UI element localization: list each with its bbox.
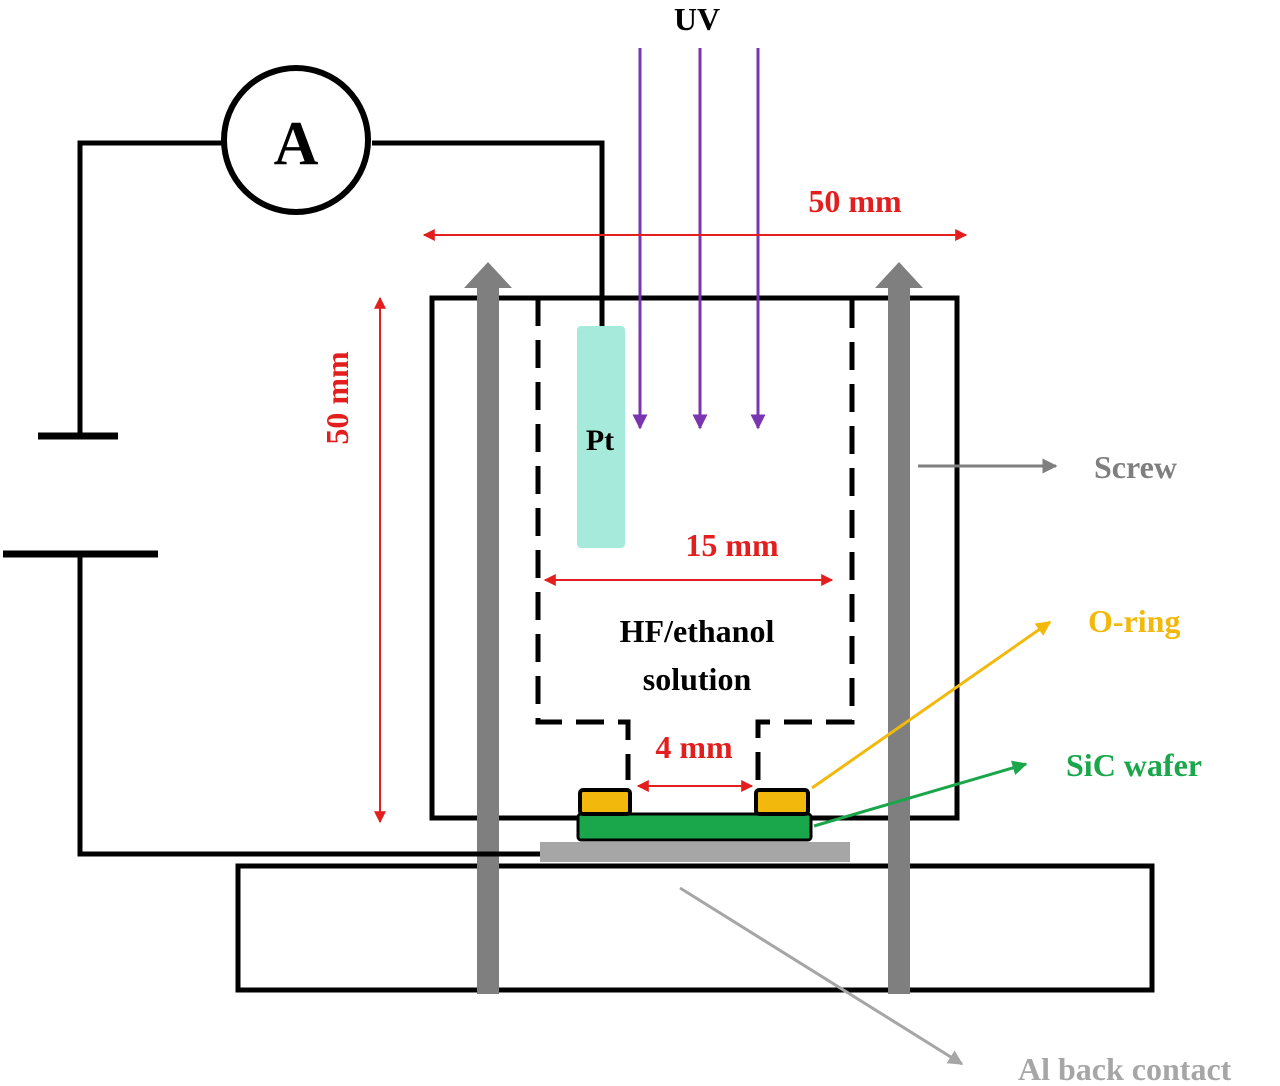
solution-label-line2: solution [643, 661, 752, 697]
o-ring-callout-arrow [811, 620, 1052, 790]
uv-label: UV [674, 1, 720, 37]
outer-height-label: 50 mm [319, 351, 355, 445]
ammeter-circle [221, 65, 371, 215]
inner-chamber [535, 298, 855, 780]
screw-label: Screw [1094, 449, 1177, 485]
solution-label-line1: HF/ethanol [620, 613, 775, 649]
circuit-wire-top-left [77, 140, 222, 436]
circuit-wire-top-right [372, 140, 605, 326]
o-ring-left [578, 788, 632, 816]
pt-electrode [577, 326, 625, 548]
ammeter-label: A [274, 110, 319, 178]
wafer-callout-arrow [813, 760, 1028, 828]
back-contact-callout-arrow [679, 886, 964, 1066]
inner-width-label: 15 mm [685, 527, 779, 563]
pt-label: Pt [586, 424, 614, 457]
opening-label: 4 mm [655, 729, 733, 765]
outer-width-label: 50 mm [808, 183, 902, 219]
o-ring-label: O-ring [1088, 603, 1180, 639]
base-plate [235, 863, 1155, 993]
o-ring-right [754, 788, 810, 816]
screw-left [477, 286, 499, 994]
sic-wafer [576, 812, 813, 842]
wafer-label: SiC wafer [1066, 747, 1202, 783]
screw-right [888, 286, 910, 994]
back-contact-label: Al back contact [1018, 1051, 1232, 1086]
circuit-wire-bottom [77, 556, 540, 857]
screw-left-head [464, 262, 512, 288]
al-back-contact [540, 842, 850, 862]
screw-right-head [875, 262, 923, 288]
